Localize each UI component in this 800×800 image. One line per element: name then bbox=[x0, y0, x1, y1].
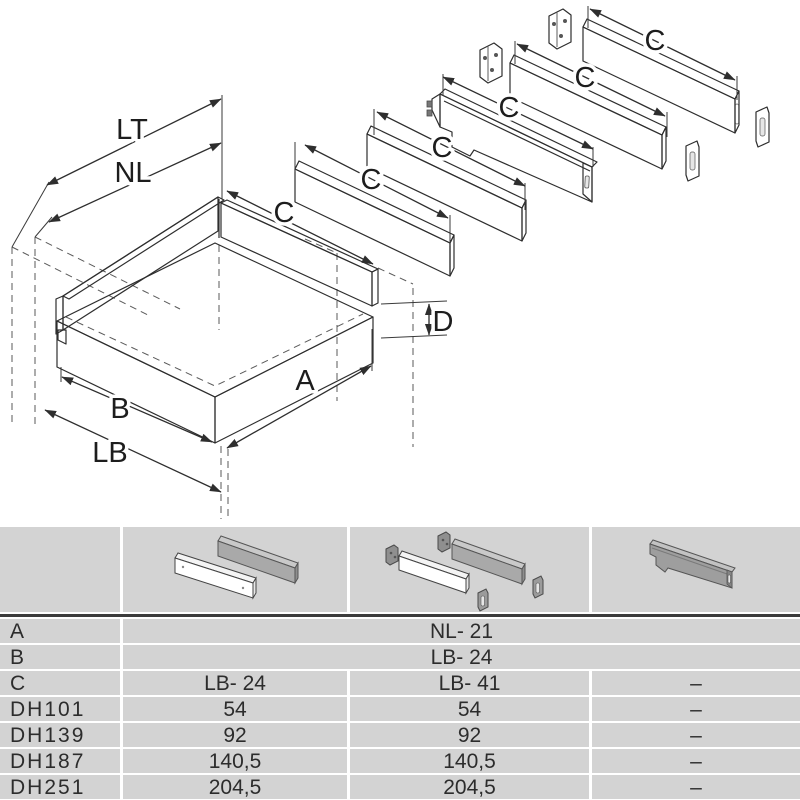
dim-label-c: C bbox=[274, 197, 295, 229]
cabinet-dashed-outline bbox=[11, 236, 414, 519]
dim-label-b: B bbox=[110, 393, 129, 425]
row-value-merged: NL- 21 bbox=[123, 619, 800, 643]
dim-label-c: C bbox=[499, 92, 520, 124]
dim-label-d: D bbox=[433, 306, 454, 338]
panel-pair-with-brackets-icon bbox=[385, 530, 544, 612]
row-value: 54 bbox=[123, 697, 347, 721]
row-label: A bbox=[0, 619, 120, 643]
row-label: DH187 bbox=[0, 749, 120, 773]
dim-label-lb: LB bbox=[92, 437, 127, 469]
dim-label-nl: NL bbox=[114, 157, 151, 189]
row-value: LB- 41 bbox=[350, 671, 589, 695]
row-value: 54 bbox=[350, 697, 589, 721]
row-value: – bbox=[592, 697, 800, 721]
fixing-bracket-1 bbox=[479, 42, 503, 84]
row-label: B bbox=[0, 645, 120, 669]
drawer-side-rail-right bbox=[220, 199, 379, 307]
steel-back-panel-icon bbox=[649, 538, 736, 589]
dim-label-c: C bbox=[645, 25, 666, 57]
row-value: 204,5 bbox=[123, 775, 347, 799]
extension-lines bbox=[11, 6, 738, 382]
row-value: – bbox=[592, 749, 800, 773]
row-value: – bbox=[592, 671, 800, 695]
row-value: 140,5 bbox=[350, 749, 589, 773]
dim-label-c: C bbox=[575, 62, 596, 94]
spec-table: A NL- 21 B LB- 24 C LB- 24 LB- 41 – DH10… bbox=[0, 527, 800, 799]
panel-pair-icon bbox=[174, 534, 299, 600]
fixing-bracket-2 bbox=[548, 8, 572, 50]
exploded-drawer-diagram: LT NL C C C C C C A B LB D bbox=[11, 6, 770, 519]
rear-connector-1 bbox=[685, 140, 700, 182]
row-value: LB- 24 bbox=[123, 671, 347, 695]
rear-connector-2 bbox=[755, 106, 770, 148]
row-label: DH251 bbox=[0, 775, 120, 799]
dim-label-a: A bbox=[295, 365, 315, 397]
row-value: 140,5 bbox=[123, 749, 347, 773]
dim-label-c: C bbox=[432, 132, 453, 164]
header-cell-steel-panel bbox=[592, 527, 800, 612]
row-value-merged: LB- 24 bbox=[123, 645, 800, 669]
dimension-arrows bbox=[44, 8, 736, 493]
row-value: – bbox=[592, 775, 800, 799]
row-value: – bbox=[592, 723, 800, 747]
header-cell-panel-pair-brackets bbox=[350, 527, 589, 612]
row-label: C bbox=[0, 671, 120, 695]
row-value: 204,5 bbox=[350, 775, 589, 799]
row-label: DH139 bbox=[0, 723, 120, 747]
header-cell-empty bbox=[0, 527, 120, 612]
row-value: 92 bbox=[350, 723, 589, 747]
dim-label-lt: LT bbox=[116, 114, 148, 146]
drawer-bottom-panel bbox=[56, 242, 374, 444]
header-divider bbox=[0, 614, 800, 617]
dimension-labels: LT NL C C C C C C A B LB D bbox=[89, 22, 669, 473]
row-label: DH101 bbox=[0, 697, 120, 721]
dim-label-c: C bbox=[361, 164, 382, 196]
row-value: 92 bbox=[123, 723, 347, 747]
header-cell-panel-pair bbox=[123, 527, 347, 612]
drawer-side-rail-left bbox=[55, 196, 225, 345]
drawer-diagram-svg: LT NL C C C C C C A B LB D bbox=[11, 6, 770, 519]
